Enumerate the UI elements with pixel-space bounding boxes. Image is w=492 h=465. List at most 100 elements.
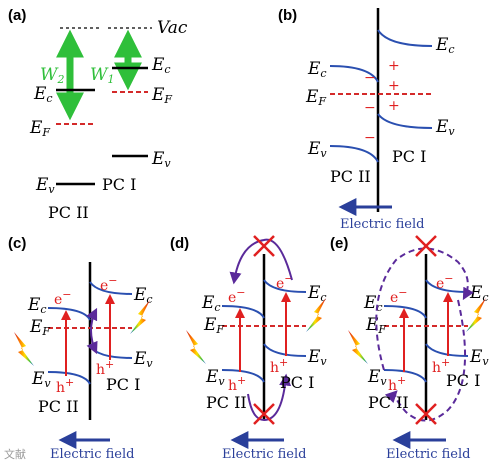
pc1-ec-label-c: Ec [133,285,153,306]
charge-transfer-arrow-c [86,307,98,355]
pc1-label-b: PC I [392,147,426,166]
hole-pc1-e: h+ [432,356,450,376]
electron-pc2-e: e− [390,286,408,306]
pc1-ev-curve-d [263,343,307,357]
light-icon-right-e [466,298,486,332]
panel-label-e: (e) [330,235,348,252]
electron-pc1-c: e− [100,274,118,294]
pc2-ec-label-c: Ec [27,295,47,316]
pc2-ec-label-e: Ec [363,293,383,314]
pc2-ev-curve-c [47,371,91,385]
pc2-ev-label-e: Ev [367,367,387,388]
panel-label-a: (a) [8,7,26,24]
panel-label-d: (d) [170,235,189,252]
hole-pc2-e: h+ [388,374,406,394]
pc2-ev-label-d: Ev [205,367,225,388]
blocked-x-top-d [253,235,275,257]
pc1-ec-label-e: Ec [469,283,489,304]
light-icon-right-d [306,298,326,332]
minus-charge-3: − [364,130,376,146]
pc2-ec-curve-d [221,305,265,319]
pc2-ec-label-d: Ec [201,293,221,314]
pc1-ev-curve-e [425,343,469,357]
pc1-label-e: PC I [446,371,480,390]
w1-label: W1 [90,65,114,86]
hole-pc1-d: h+ [270,356,288,376]
pc2-ev-label-c: Ev [31,369,51,390]
light-icon-left-e [348,330,368,364]
ef-label-d: EF [203,315,224,336]
ef-label-b: EF [305,87,326,108]
pc2-ev-curve-b [329,145,379,163]
hole-pc1-c: h+ [96,358,114,378]
hole-pc2-d: h+ [228,374,246,394]
electric-field-label-c: Electric field [50,447,134,462]
dashed-transfer-arc-bottom-e [384,299,467,422]
pc2-ev-curve-d [221,369,265,383]
light-icon-left-c [14,332,34,366]
panel-label-b: (b) [278,7,297,24]
watermark: 文献 [4,447,26,461]
pc1-ev-label-c: Ev [133,349,153,370]
electric-field-label-b: Electric field [340,217,424,232]
pc1-ev-label: Ev [151,149,171,170]
electron-pc1-e: e− [436,272,454,292]
electric-field-label-d: Electric field [222,447,306,462]
pc1-ef-label: EF [151,85,172,106]
plus-charge-2: + [388,78,400,94]
pc1-ec-curve-d [263,279,307,293]
pc1-ec-label: Ec [151,55,171,76]
hole-transfer-arc-d [247,373,292,422]
panel-b: (b) Ec Ev Ec Ev EF + + + − − − PC I PC I… [278,7,455,232]
dashed-transfer-arc-top-e [375,247,474,371]
pc2-label-b: PC II [330,167,371,186]
pc1-ec-curve-b [377,29,433,47]
electron-pc2-c: e− [54,288,72,308]
light-icon-right-c [130,300,150,334]
panel-d: (d) Ec Ev Ec EF Ev e− e− h+ h+ PC I PC I… [170,235,327,462]
electron-transfer-arc-d [229,238,293,285]
pc2-ev-label-b: Ev [307,139,327,160]
light-icon-left-d [186,330,206,364]
pc2-label-e: PC II [368,393,409,412]
panel-e: (e) Ec Ev Ec EF Ev e− e− h+ h+ PC I PC I… [330,235,489,462]
pc1-ec-curve-c [89,281,133,295]
pc2-ec-curve-c [47,307,91,321]
pc1-label-c: PC I [106,375,140,394]
pc2-label-d: PC II [206,393,247,412]
pc2-label: PC II [48,203,89,222]
pc1-ev-label-e: Ev [469,347,489,368]
blocked-x-bottom-e [415,403,437,425]
pc1-ev-label-b: Ev [435,117,455,138]
pc1-ec-label-d: Ec [307,283,327,304]
ef-label-c: EF [29,317,50,338]
pc2-ef-label: EF [29,118,50,139]
pc2-ec-curve-e [383,305,427,319]
minus-charge-1: − [364,70,376,86]
plus-charge-3: + [388,98,400,114]
pc1-ec-label-b: Ec [435,35,455,56]
pc1-ev-label-d: Ev [307,347,327,368]
pc1-ec-curve-e [425,279,469,293]
blocked-x-top-e [415,235,437,257]
pc2-ec-label-b: Ec [307,59,327,80]
pc1-ev-curve-b [377,113,433,129]
electron-pc2-d: e− [228,286,246,306]
blocked-x-bottom-d [253,403,275,425]
panel-label-c: (c) [8,235,26,252]
vac-label: Vac [157,18,188,38]
minus-charge-2: − [364,100,376,116]
pc2-ev-label: Ev [35,175,55,196]
pc2-ec-label: Ec [33,84,53,105]
w2-label: W2 [40,65,64,86]
pc1-label-d: PC I [280,373,314,392]
hole-pc2-c: h+ [56,376,74,396]
electric-field-label-e: Electric field [386,447,470,462]
pc2-ev-curve-e [383,369,427,383]
pc2-ec-curve-b [329,65,379,83]
electron-pc1-d: e− [276,272,294,292]
pc2-label-c: PC II [38,397,79,416]
pc1-label: PC I [102,175,136,194]
panel-c: (c) Ec Ev Ec EF Ev e− e− h+ h+ PC I PC I… [4,235,153,462]
